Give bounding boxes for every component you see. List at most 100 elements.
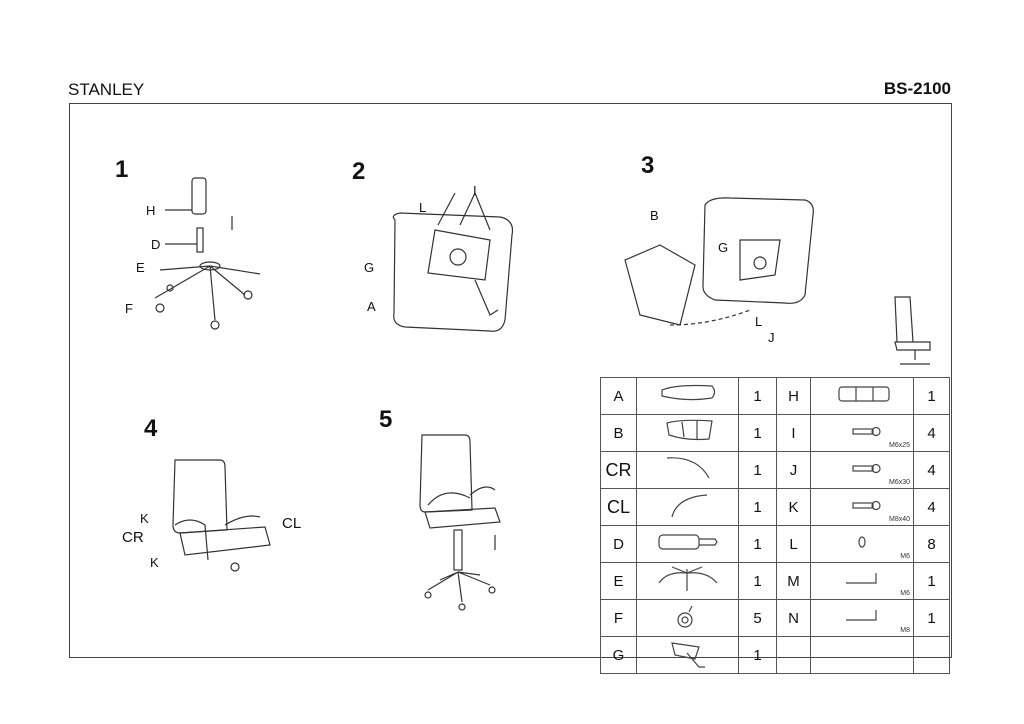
part-code: E: [600, 562, 637, 600]
part-label-a: A: [367, 299, 376, 314]
part-code: N: [776, 599, 811, 637]
assembled-chair-thumbnail: [894, 296, 931, 365]
part-image: [636, 414, 739, 452]
part-quantity: 1: [738, 414, 777, 452]
step-5-final-chair-illustration: [419, 434, 501, 611]
part-code: K: [776, 488, 811, 526]
caster-icon: [677, 605, 693, 628]
part-label-cr: CR: [122, 529, 144, 546]
part-code: A: [600, 377, 637, 415]
part-image: M6x25: [810, 414, 914, 452]
part-code: D: [600, 525, 637, 563]
part-code: G: [600, 636, 637, 674]
part-quantity: 1: [913, 599, 950, 637]
right-armrest-icon: [666, 457, 710, 479]
part-size: M8: [900, 627, 910, 634]
gas-lift-icon: [658, 534, 718, 550]
part-quantity: 1: [738, 488, 777, 526]
part-quantity: 4: [913, 451, 950, 489]
part-label-j: J: [768, 330, 775, 345]
part-label-g: G: [718, 240, 729, 255]
backrest-icon: [666, 419, 713, 441]
part-quantity: 8: [913, 525, 950, 563]
part-quantity: 1: [738, 636, 777, 674]
part-code: H: [776, 377, 811, 415]
part-code: J: [776, 451, 811, 489]
part-image: M6: [810, 525, 914, 563]
mechanism-icon: [671, 642, 705, 668]
washer-icon: [858, 536, 866, 548]
step-4-number: 4: [144, 415, 158, 442]
step-2-number: 2: [352, 158, 366, 185]
part-quantity: 4: [913, 414, 950, 452]
part-quantity: 1: [738, 451, 777, 489]
part-label-g: G: [364, 260, 375, 275]
part-label-k: K: [150, 555, 159, 570]
part-label-d: D: [151, 237, 161, 252]
part-image: [636, 562, 739, 600]
part-image: [636, 377, 739, 415]
instruction-frame: [69, 103, 952, 658]
empty-cell: [810, 636, 914, 674]
part-image: M6: [810, 562, 914, 600]
part-size: M6: [900, 590, 910, 597]
allen-key-icon: [846, 573, 877, 584]
bolt-icon: [852, 426, 881, 437]
empty-cell: [913, 636, 950, 674]
part-quantity: 1: [738, 562, 777, 600]
part-image: [636, 488, 739, 526]
bolt-icon: [852, 463, 881, 474]
part-image: [636, 525, 739, 563]
part-size: M6: [900, 553, 910, 560]
model-number: BS-2100: [883, 79, 951, 98]
step-1-base-illustration: [154, 177, 261, 330]
part-image: [810, 377, 914, 415]
step-1-number: 1: [115, 156, 129, 183]
part-image: M6x30: [810, 451, 914, 489]
part-label-h: H: [146, 203, 156, 218]
part-label-e: E: [136, 260, 145, 275]
allen-key-icon: [846, 610, 877, 621]
bolt-icon: [852, 500, 881, 511]
part-quantity: 1: [738, 377, 777, 415]
part-label-cl: CL: [282, 515, 302, 532]
part-label-b: B: [650, 208, 659, 223]
part-code: CL: [600, 488, 637, 526]
part-code: I: [776, 414, 811, 452]
part-image: [636, 636, 739, 674]
part-quantity: 1: [738, 525, 777, 563]
base-icon: [658, 566, 718, 591]
step-3-number: 3: [641, 152, 655, 179]
empty-cell: [776, 636, 811, 674]
part-size: M6x25: [888, 442, 910, 449]
part-quantity: 5: [738, 599, 777, 637]
step-2-seat-illustration: [392, 192, 514, 332]
part-image: [636, 599, 739, 637]
gas-lift-cover-icon: [838, 386, 890, 402]
product-name: STANLEY: [68, 80, 145, 99]
seat-icon: [661, 384, 716, 401]
part-code: L: [776, 525, 811, 563]
part-image: [636, 451, 739, 489]
step-3-backrest-illustration: [624, 197, 814, 326]
part-label-k: K: [140, 511, 149, 526]
part-code: B: [600, 414, 637, 452]
part-quantity: 1: [913, 562, 950, 600]
part-size: M8x40: [888, 516, 910, 523]
part-label-f: F: [125, 301, 133, 316]
part-label-l: L: [755, 314, 763, 329]
part-size: M6x30: [888, 479, 910, 486]
part-quantity: 1: [913, 377, 950, 415]
part-label-l: L: [419, 200, 427, 215]
part-code: F: [600, 599, 637, 637]
left-armrest-icon: [671, 494, 708, 518]
